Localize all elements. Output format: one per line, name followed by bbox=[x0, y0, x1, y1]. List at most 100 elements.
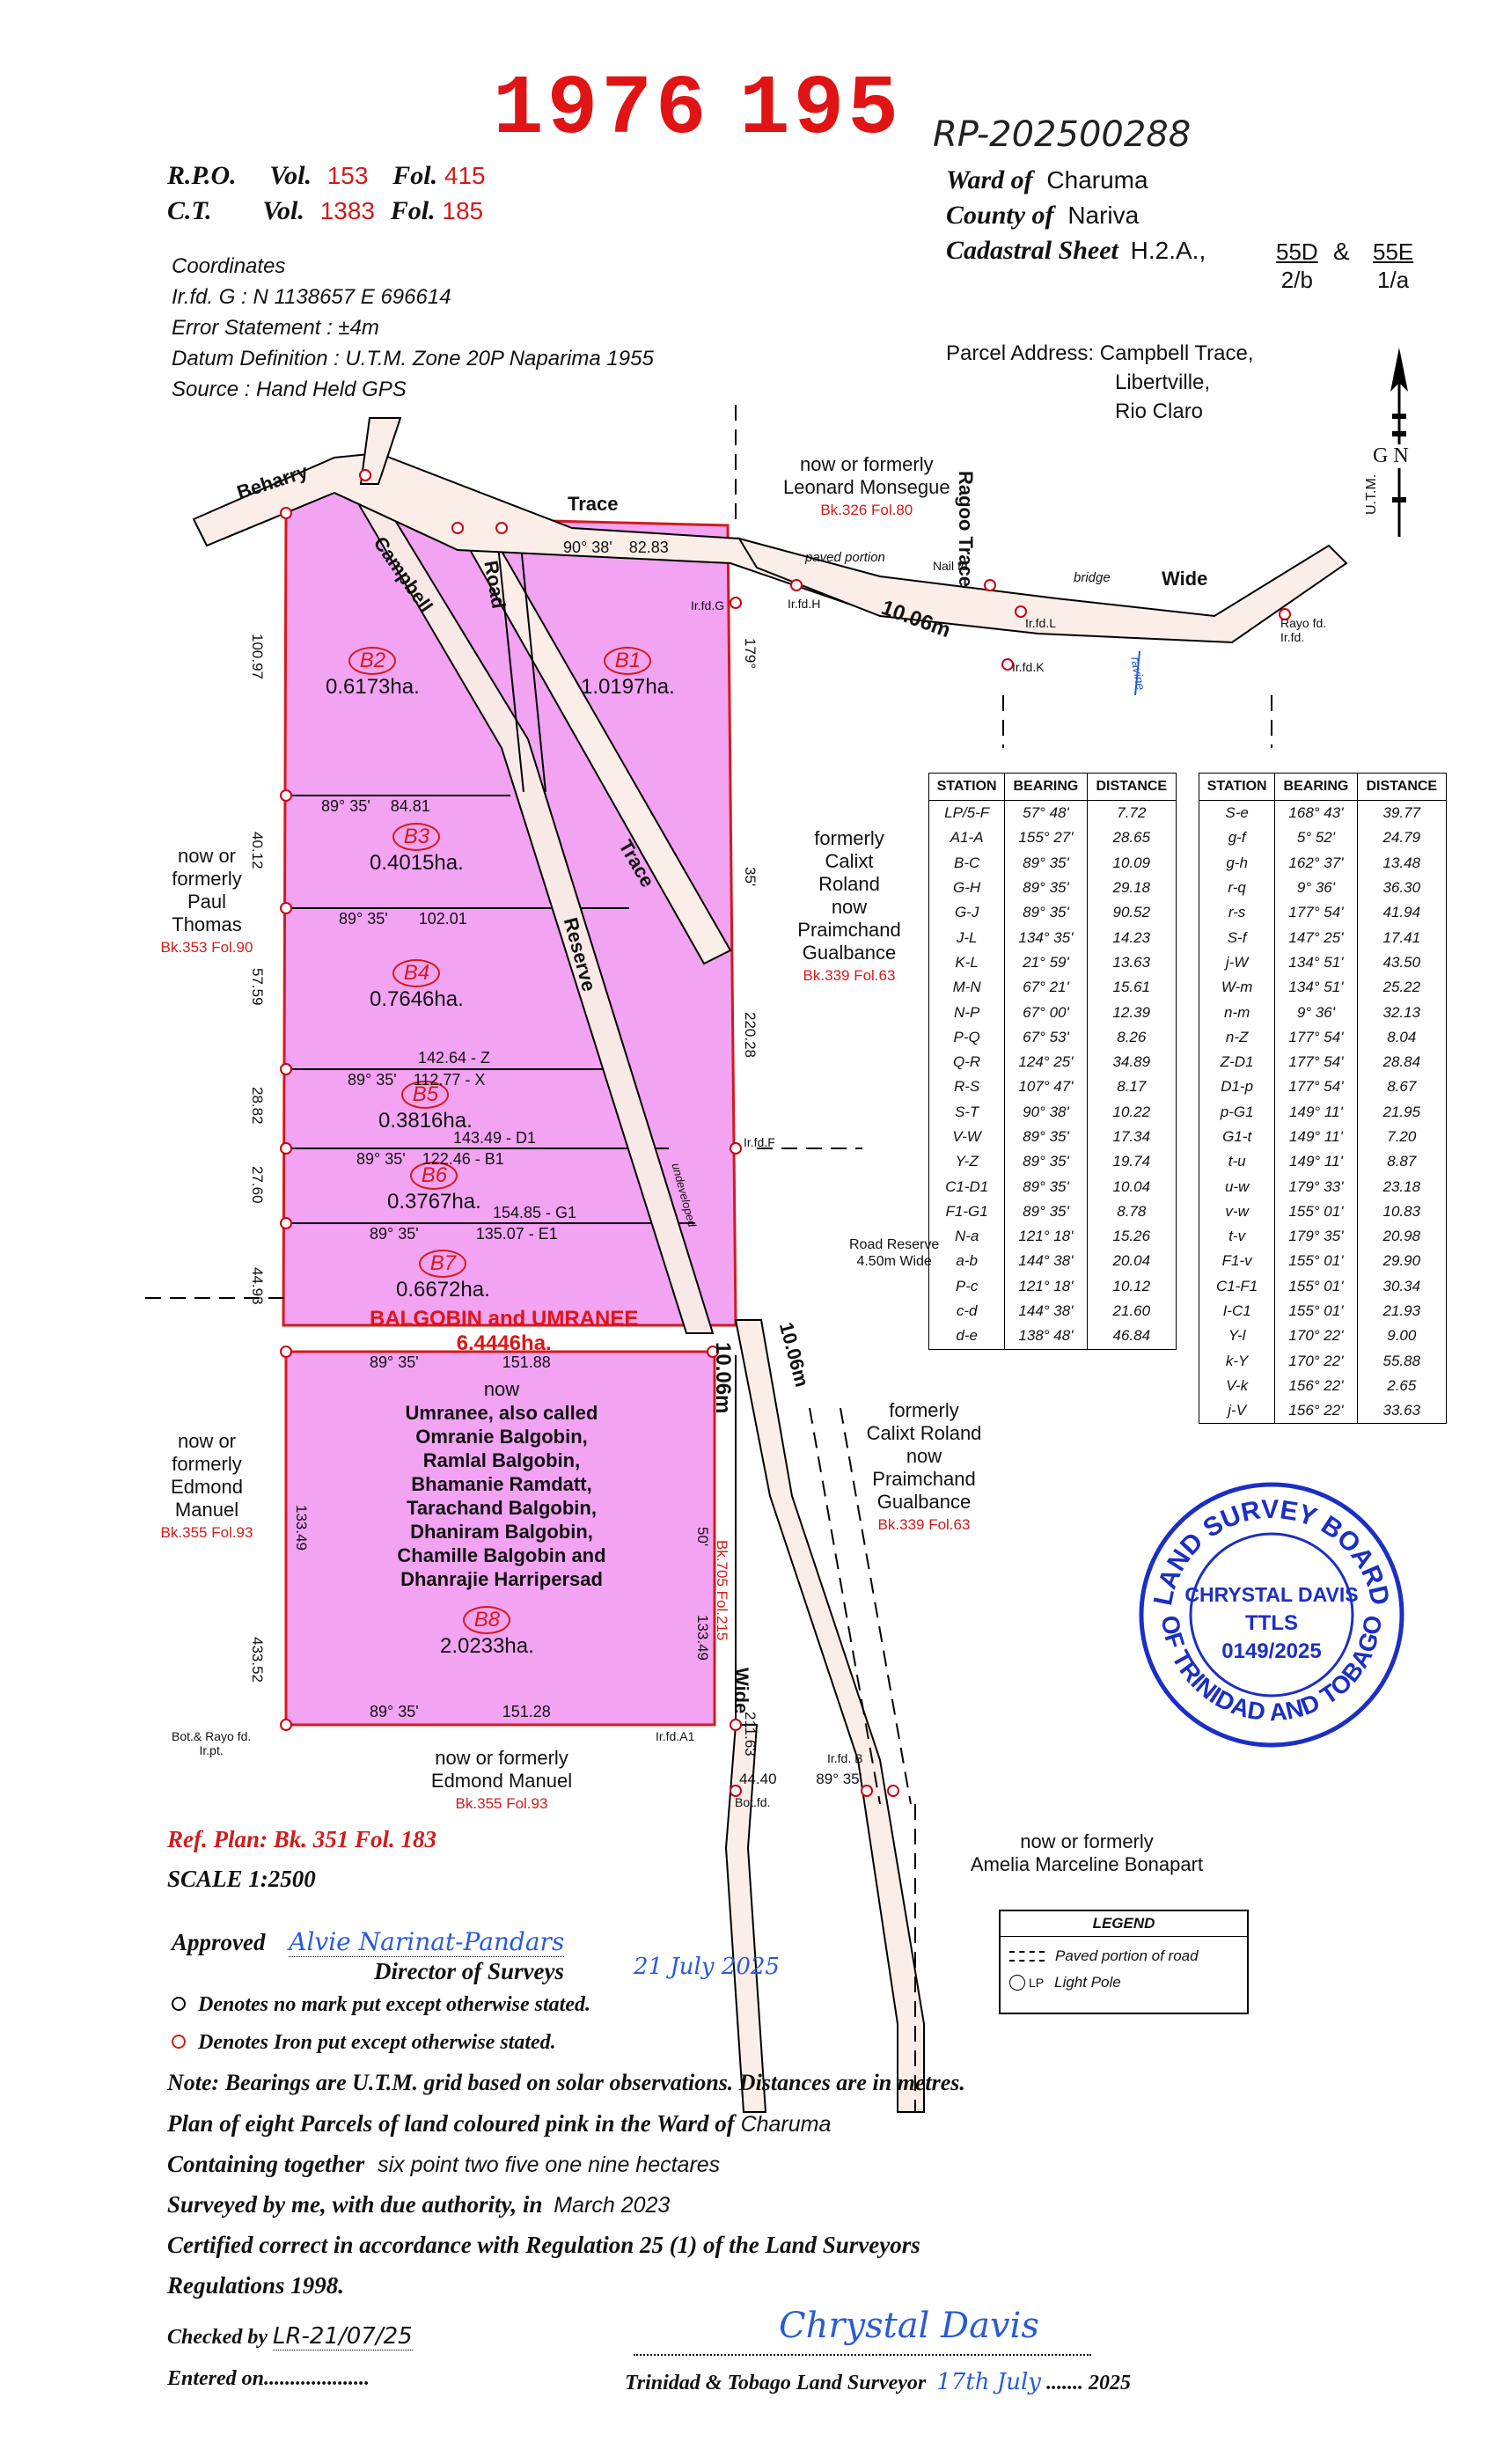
coordinates-source: Source : Hand Held GPS bbox=[172, 378, 407, 401]
ir-botrayo-line2: Ir.pt. bbox=[199, 1743, 224, 1757]
distance-cell: 29.18 bbox=[1086, 875, 1177, 901]
parcel-id: B8 bbox=[463, 1606, 511, 1634]
owners-line: Bhamanie Ramdatt, bbox=[411, 1473, 592, 1495]
station-cell: N-P bbox=[928, 1000, 1006, 1025]
station-cell: j-V bbox=[1198, 1398, 1276, 1425]
surveyor-dots: ....... bbox=[1045, 2372, 1083, 2394]
distance-cell: 19.74 bbox=[1086, 1149, 1177, 1175]
bearing-cell: 168° 43' bbox=[1274, 800, 1358, 826]
checked-value: LR-21/07/25 bbox=[272, 2323, 413, 2350]
neighbour-right2-line3: now bbox=[906, 1445, 942, 1467]
rpo-line: R.P.O. Vol. 153 Fol. 415 bbox=[167, 158, 486, 194]
station-cell: G-J bbox=[928, 900, 1006, 926]
ir-bot-rayo: Bot.& Rayo fd.Ir.pt. bbox=[172, 1729, 251, 1757]
parcel-area-value: 0.6672ha. bbox=[396, 1278, 490, 1302]
ct-label: C.T. bbox=[167, 196, 212, 225]
dim-r5: 89° 35' 135.07 - E1 bbox=[370, 1225, 558, 1243]
bearing-cell: 147° 25' bbox=[1274, 925, 1358, 950]
ir-f: Ir.fd.F bbox=[744, 1135, 775, 1149]
parcel-area-value: 1.0197ha. bbox=[581, 675, 675, 699]
surveyor-label: Trinidad & Tobago Land Surveyor bbox=[625, 2372, 927, 2394]
parcel-area-value: 0.6173ha. bbox=[326, 675, 420, 699]
neighbour-left-line3: Paul bbox=[187, 891, 227, 913]
owners-line: Omranie Balgobin, bbox=[415, 1426, 588, 1448]
regulations-line: Regulations 1998. bbox=[167, 2272, 345, 2299]
neighbour-bottom-line1: now or formerly bbox=[435, 1747, 568, 1769]
bearing-cell: 149° 11' bbox=[1274, 1124, 1358, 1150]
bridge-label: bridge bbox=[1074, 570, 1111, 585]
dim-bearing: 89° 35' bbox=[356, 1150, 406, 1168]
dim-bearing: 89° 35' bbox=[348, 1071, 397, 1089]
bearing-cell: 177° 54' bbox=[1274, 900, 1358, 926]
bearing-cell: 144° 38' bbox=[1004, 1249, 1088, 1274]
station-cell: n-Z bbox=[1198, 1024, 1276, 1050]
ir-nail: Nail fd. bbox=[933, 559, 972, 573]
rp-number: RP-202500288 bbox=[933, 114, 1192, 155]
ir-a1: Ir.fd.A1 bbox=[656, 1729, 695, 1743]
plan-number-left: 1976 bbox=[493, 62, 710, 158]
distance-cell: 10.04 bbox=[1086, 1174, 1177, 1199]
containing-value: six point two five one nine hectares bbox=[378, 2152, 721, 2177]
ward-label: Ward of bbox=[946, 165, 1033, 194]
neighbour-right-line3: Roland bbox=[818, 873, 880, 895]
distance-cell: 10.12 bbox=[1086, 1273, 1177, 1299]
ir-bot-a: Bot.fd. bbox=[735, 1795, 771, 1809]
distance-cell: 8.87 bbox=[1356, 1149, 1448, 1175]
county-label: County of bbox=[946, 201, 1054, 230]
ir-b: Ir.fd. B bbox=[827, 1751, 863, 1765]
distance-cell: 12.39 bbox=[1086, 1000, 1177, 1025]
bearing-cell: 134° 51' bbox=[1274, 975, 1358, 1001]
bearing-cell: 124° 25' bbox=[1004, 1049, 1088, 1075]
distance-cell: 43.50 bbox=[1356, 950, 1448, 976]
neighbour-top-line2: Leonard Monsegue bbox=[783, 476, 950, 498]
denotes-no-mark: Denotes no mark put except otherwise sta… bbox=[172, 1993, 590, 2017]
dashed-line-icon bbox=[1009, 1951, 1045, 1962]
fol-label: Fol. bbox=[392, 161, 438, 190]
parcel-id: B4 bbox=[392, 959, 441, 987]
certified-line: Certified correct in accordance with Reg… bbox=[167, 2232, 920, 2258]
station-cell: a-b bbox=[928, 1249, 1006, 1274]
wide-road-strip bbox=[737, 537, 1348, 644]
bearing-cell: 89° 35' bbox=[1004, 900, 1088, 926]
neighbour-right2-ref: Bk.339 Fol.63 bbox=[877, 1516, 971, 1533]
owner-area: 6.4446ha. bbox=[456, 1331, 552, 1355]
bearing-cell: 67° 21' bbox=[1004, 975, 1088, 1001]
distance-cell: 34.89 bbox=[1086, 1049, 1177, 1075]
neighbour-right-line6: Gualbance bbox=[802, 942, 897, 964]
station-cell: Y-Z bbox=[928, 1149, 1006, 1175]
pink-text: pink bbox=[545, 2110, 590, 2137]
ragoo-road-strip bbox=[359, 417, 402, 485]
owner-label: BALGOBIN and UMRANEE 6.4446ha. bbox=[370, 1307, 638, 1356]
trace-label: Trace bbox=[568, 493, 619, 515]
cadastral-amp: & bbox=[1333, 238, 1350, 265]
dim-right3: 211.63 bbox=[742, 1712, 759, 1756]
neighbour-left2: now or formerly Edmond Manuel Bk.355 Fol… bbox=[145, 1430, 268, 1544]
bearing-cell: 155° 01' bbox=[1274, 1199, 1358, 1225]
distance-cell: 33.63 bbox=[1356, 1398, 1448, 1425]
ir-rayo-line1: Rayo fd. bbox=[1280, 616, 1327, 630]
owners-list: now Umranee, also called Omranie Balgobi… bbox=[370, 1377, 634, 1591]
parcel-address: Parcel Address: Campbell Trace, Libertvi… bbox=[946, 339, 1254, 426]
dim-179: 179° bbox=[742, 638, 759, 670]
neighbour-left2-line4: Manuel bbox=[174, 1499, 239, 1521]
bearing-cell: 90° 38' bbox=[1004, 1099, 1088, 1125]
station-cell: P-c bbox=[928, 1273, 1006, 1299]
distance-cell: 15.61 bbox=[1086, 975, 1177, 1001]
distance-cell: 39.77 bbox=[1356, 800, 1448, 826]
bearing-cell: 149° 11' bbox=[1274, 1149, 1358, 1175]
station-cell: g-f bbox=[1198, 825, 1276, 851]
